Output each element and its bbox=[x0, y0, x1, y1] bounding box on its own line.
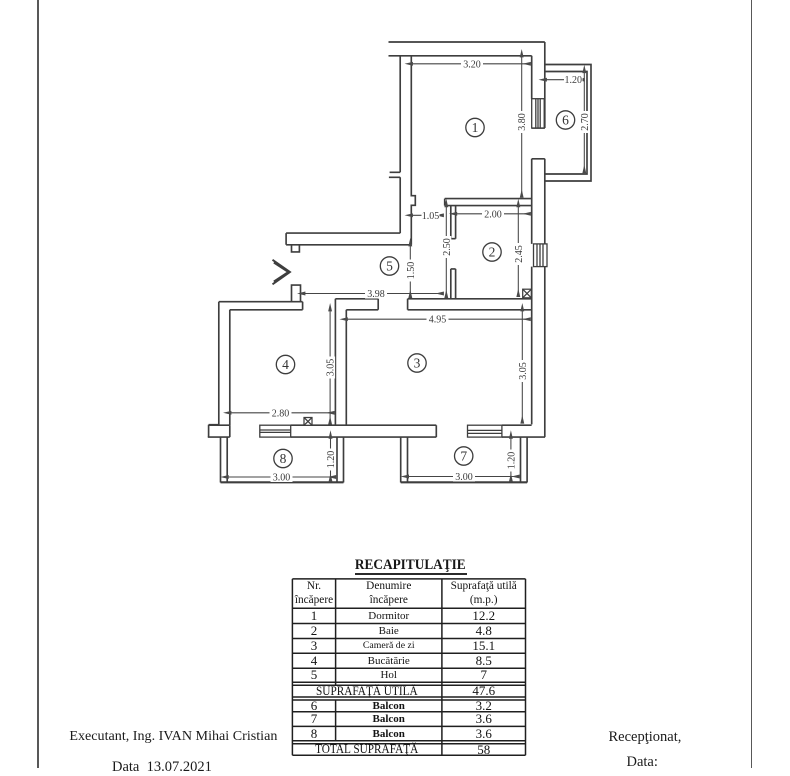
svg-text:4.95: 4.95 bbox=[429, 315, 447, 326]
svg-text:2.80: 2.80 bbox=[272, 408, 290, 419]
svg-text:4: 4 bbox=[282, 357, 289, 372]
svg-text:1.05: 1.05 bbox=[422, 211, 440, 222]
svg-text:1.50: 1.50 bbox=[406, 262, 417, 280]
svg-text:3.98: 3.98 bbox=[367, 289, 385, 300]
svg-text:3.00: 3.00 bbox=[455, 472, 473, 483]
svg-text:3.80: 3.80 bbox=[517, 113, 528, 131]
svg-text:3.05: 3.05 bbox=[518, 362, 529, 380]
svg-text:1: 1 bbox=[472, 120, 479, 135]
svg-text:2: 2 bbox=[489, 245, 496, 260]
svg-text:5: 5 bbox=[386, 259, 393, 274]
svg-text:8: 8 bbox=[280, 451, 287, 466]
svg-text:7: 7 bbox=[460, 449, 467, 464]
svg-text:3.20: 3.20 bbox=[463, 59, 481, 70]
svg-text:3.00: 3.00 bbox=[273, 473, 291, 484]
svg-text:1.20: 1.20 bbox=[506, 452, 517, 470]
svg-text:1.20: 1.20 bbox=[564, 75, 582, 86]
svg-text:2.00: 2.00 bbox=[484, 209, 502, 220]
svg-text:3.05: 3.05 bbox=[326, 359, 337, 377]
svg-text:2.45: 2.45 bbox=[514, 245, 525, 263]
svg-text:3: 3 bbox=[414, 356, 421, 371]
svg-text:6: 6 bbox=[562, 113, 569, 128]
svg-text:2.70: 2.70 bbox=[580, 113, 591, 131]
svg-text:1.20: 1.20 bbox=[326, 451, 337, 469]
svg-text:2.50: 2.50 bbox=[442, 238, 453, 256]
